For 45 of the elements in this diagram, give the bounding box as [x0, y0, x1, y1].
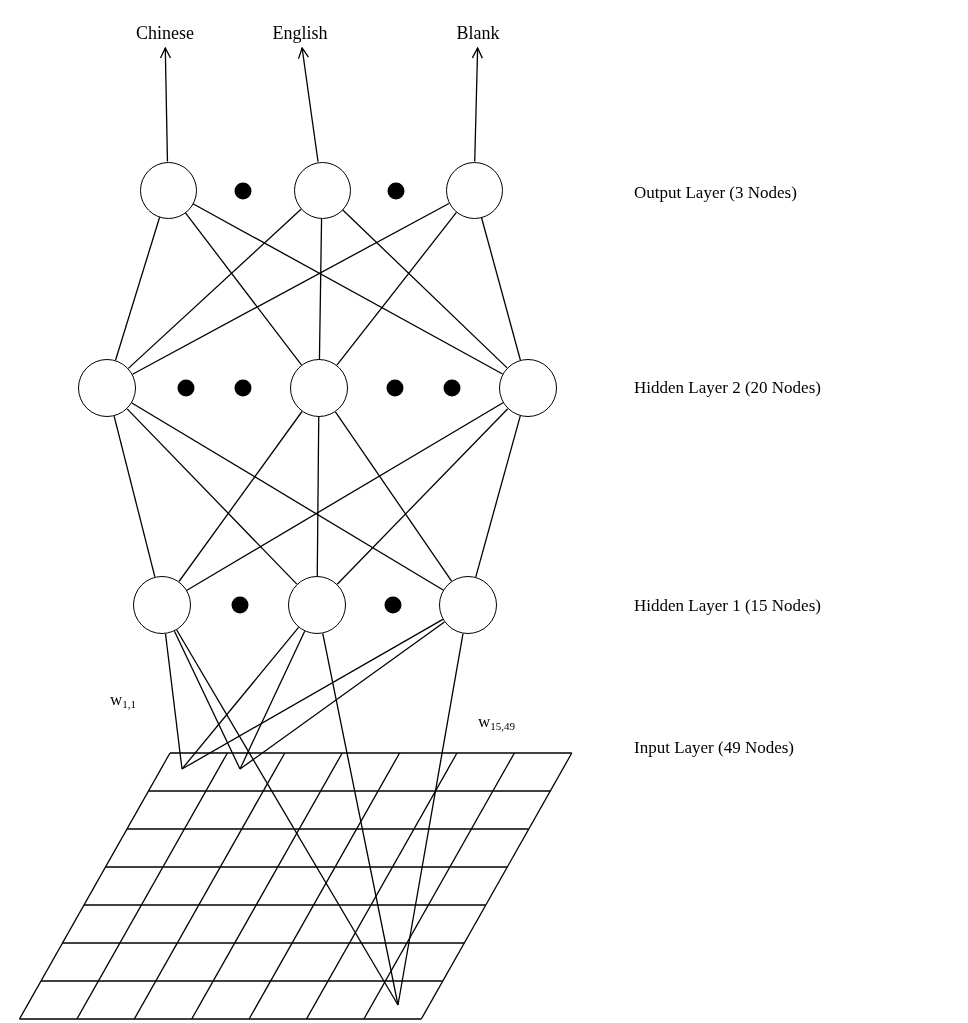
arrow: [297, 47, 319, 163]
connection-line: [131, 202, 450, 375]
connection-line: [114, 216, 161, 361]
connection-line: [131, 402, 444, 591]
neuron-circle: [288, 576, 346, 634]
arrow: [471, 47, 483, 163]
neuron-circle: [293, 161, 351, 219]
neuron-circle: [445, 161, 503, 219]
connection-line: [178, 410, 303, 583]
neuron-circle: [133, 576, 191, 634]
connection-line: [164, 633, 183, 770]
connection-line: [126, 408, 298, 585]
output-class-label: Blank: [443, 22, 513, 44]
output-class-label: Chinese: [125, 22, 205, 44]
connection-line: [322, 632, 399, 1006]
layer-label: Input Layer (49 Nodes): [634, 738, 795, 758]
layer-label: Output Layer (3 Nodes): [634, 183, 797, 203]
weight-label: w$_{15,49}$: [478, 712, 516, 734]
connection-line: [181, 626, 300, 770]
connection-line: [173, 630, 241, 770]
neuron-circle: [78, 359, 136, 417]
connection-line: [336, 211, 458, 366]
connection-line: [113, 415, 156, 578]
connection-line: [316, 416, 320, 577]
arrow: [159, 47, 172, 163]
connection-line: [184, 212, 303, 366]
connection-line: [475, 415, 521, 578]
connection-line: [181, 618, 444, 770]
connection-line: [239, 621, 446, 770]
connection-line: [336, 408, 509, 585]
connection-line: [334, 411, 453, 582]
connection-line: [127, 208, 302, 369]
connection-line: [318, 217, 323, 360]
layer-label: Hidden Layer 2 (20 Nodes): [634, 378, 821, 398]
layer-label: Hidden Layer 1 (15 Nodes): [634, 596, 821, 616]
connection-line: [480, 216, 521, 361]
output-class-label: English: [260, 22, 340, 44]
neuron-circle: [499, 359, 557, 417]
connection-line: [239, 630, 306, 770]
connection-line: [192, 203, 504, 375]
connection-line: [341, 209, 508, 369]
connection-line: [186, 402, 504, 591]
weight-label: w$_{1,1}$: [110, 690, 137, 712]
connection-line: [176, 629, 399, 1006]
connection-line: [397, 632, 464, 1006]
